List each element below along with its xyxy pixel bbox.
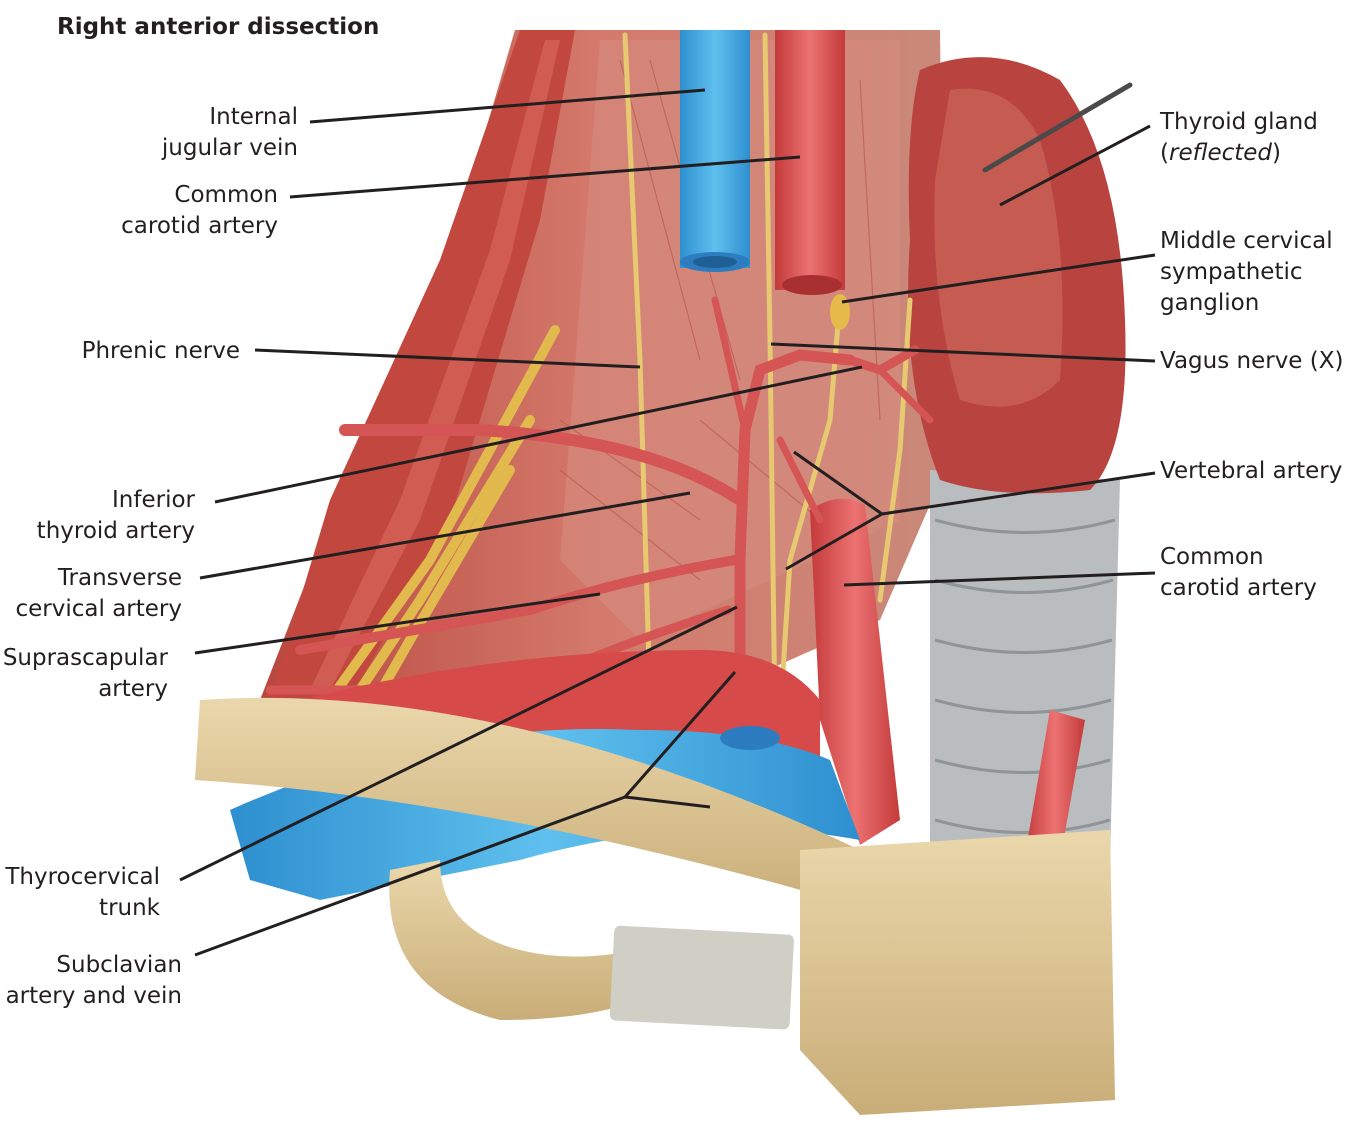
leader-subclavian-branch	[623, 671, 737, 798]
label-subclavian-artery-and-vein: Subclavian artery and vein	[5, 952, 182, 1009]
leader-thyroid-gland	[999, 124, 1151, 207]
retractor	[982, 82, 1133, 173]
internal-jugular-vein	[680, 30, 750, 268]
label-common-carotid-left: Common carotid artery	[121, 182, 278, 239]
label-middle-cervical-ganglion: Middle cervical sympathetic ganglion	[1160, 228, 1333, 316]
muscle-fibres	[559, 59, 881, 581]
label-internal-jugular-vein: Internal jugular vein	[161, 104, 298, 161]
label-transverse-cervical-artery: Transverse cervical artery	[15, 565, 182, 622]
leader-transverse-cervical	[199, 491, 691, 580]
label-vagus-nerve: Vagus nerve (X)	[1160, 348, 1344, 374]
leader-common-carotid-left	[289, 155, 801, 199]
leader-subclavian	[194, 795, 711, 957]
leader-common-carotid-right	[843, 571, 1156, 587]
label-common-carotid-right: Common carotid artery	[1160, 544, 1317, 601]
leader-inferior-thyroid	[214, 365, 863, 504]
leader-internal-jugular-vein	[309, 88, 706, 124]
figure-title: Right anterior dissection	[57, 14, 380, 40]
label-phrenic-nerve: Phrenic nerve	[81, 338, 240, 364]
leader-vertebral-branch	[785, 512, 883, 571]
label-thyrocervical-trunk: Thyrocervical trunk	[5, 864, 160, 921]
common-carotid-artery-lower	[810, 498, 900, 845]
thyrocervical-branches	[265, 296, 934, 696]
leader-phrenic-nerve	[254, 348, 641, 369]
label-inferior-thyroid-artery: Inferior thyroid artery	[36, 487, 195, 544]
label-vertebral-artery: Vertebral artery	[1160, 458, 1343, 484]
leader-vertebral	[793, 450, 1156, 516]
leader-middle-cervical	[841, 253, 1156, 304]
tracheal-rings	[934, 518, 1116, 834]
sternocleidomastoid-muscle	[270, 30, 575, 700]
label-thyroid-gland: Thyroid gland (reflected)	[1160, 109, 1318, 166]
costal-cartilage	[609, 925, 794, 1030]
common-carotid-artery-upper	[775, 30, 845, 290]
label-suprascapular-artery: Suprascapular artery	[2, 645, 168, 702]
leader-vagus	[770, 342, 1156, 363]
leader-thyrocervical	[179, 605, 738, 882]
clavicle	[195, 697, 870, 910]
manubrium	[800, 830, 1115, 1115]
leader-suprascapular	[194, 592, 601, 655]
right-side-carotid	[1025, 710, 1085, 860]
